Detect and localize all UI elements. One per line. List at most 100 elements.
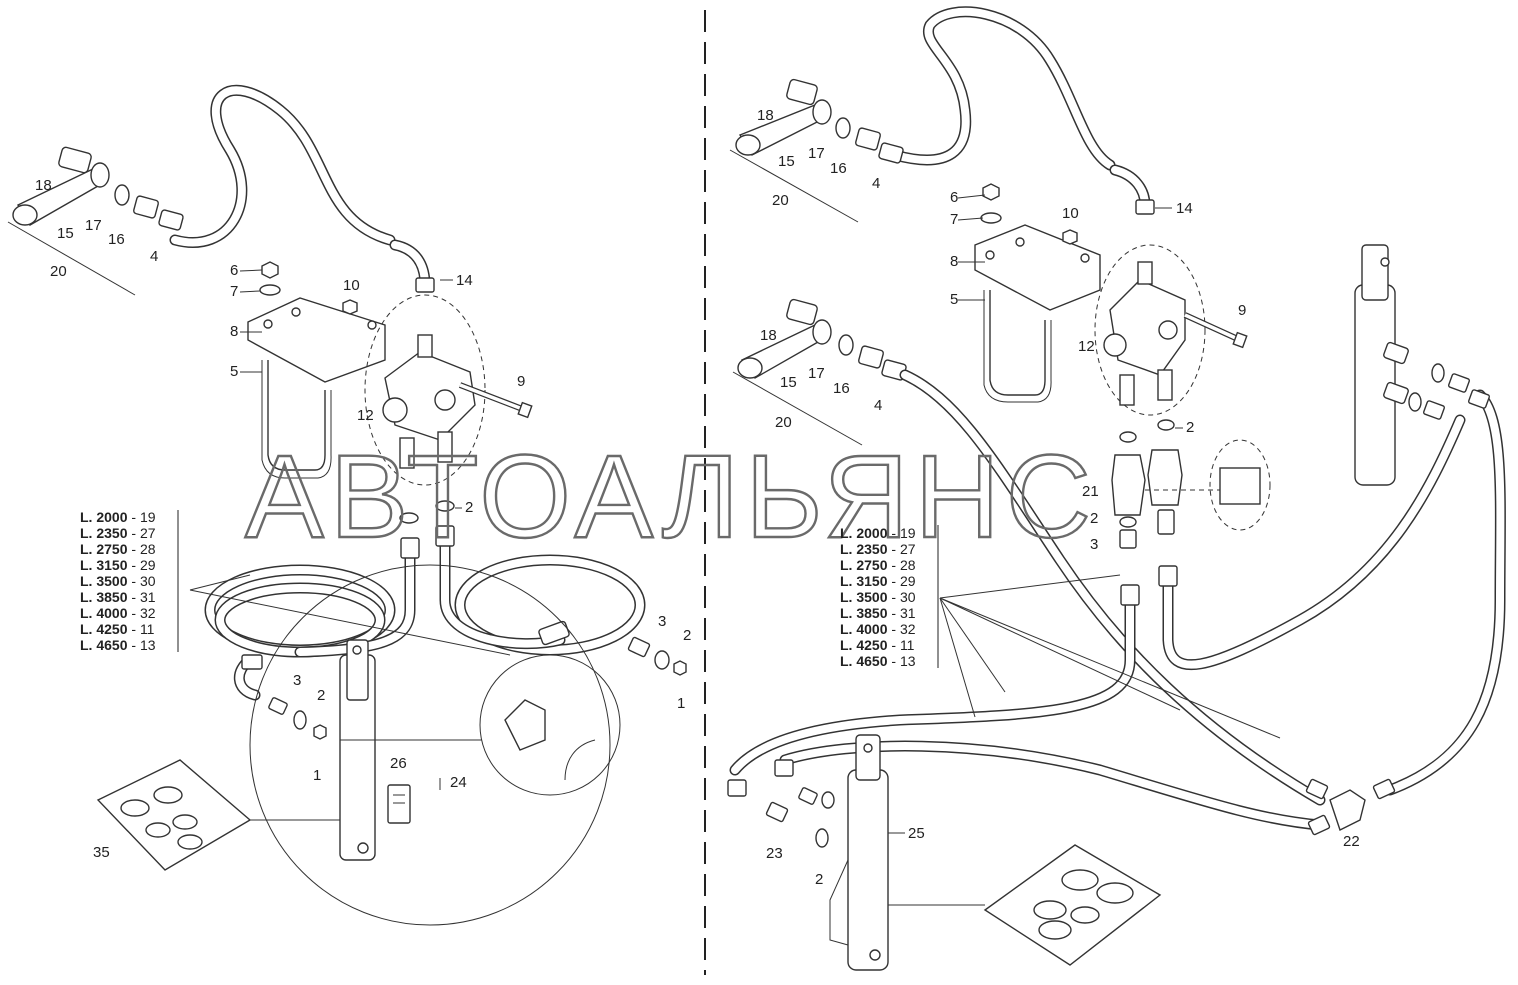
- len-right-2-l: L. 2750: [840, 557, 888, 573]
- len-right-6-l: L. 4000: [840, 621, 888, 637]
- len-right-0-n: 19: [900, 525, 916, 541]
- svg-text:L. 2750 - 28: L. 2750 - 28: [840, 557, 916, 573]
- callout-right-13: 12: [1078, 338, 1095, 355]
- callout-right-0: 18: [757, 107, 774, 124]
- svg-text:L. 4650 - 13: L. 4650 - 13: [80, 637, 156, 653]
- callout-right-1: 15: [778, 153, 795, 170]
- watermark: АВТОАЛЬЯНС: [245, 431, 1097, 563]
- callout-right-12: 9: [1238, 302, 1246, 319]
- callout-left-13: 9: [517, 373, 525, 390]
- len-left-7-n: 11: [140, 621, 155, 637]
- len-left-8-n: 13: [140, 637, 156, 653]
- label-plate-26-left: [387, 784, 411, 824]
- callout-left-1: 15: [57, 225, 74, 242]
- len-right-1-l: L. 2350: [840, 541, 888, 557]
- len-left-3-n: 29: [140, 557, 156, 573]
- valve-12-left: [384, 351, 476, 441]
- callout-right-15: 15: [780, 374, 797, 391]
- svg-text:L. 3150 - 29: L. 3150 - 29: [80, 557, 156, 573]
- len-left-1-l: L. 2350: [80, 525, 128, 541]
- callout-right-20: 2: [1186, 419, 1194, 436]
- len-right-5-n: 31: [900, 605, 916, 621]
- callout-left-7: 7: [230, 283, 238, 300]
- svg-text:L. 4250 - 11: L. 4250 - 11: [840, 637, 915, 653]
- callout-right-8: 10: [1062, 205, 1079, 222]
- coupler-18-left: [58, 146, 92, 174]
- callout-left-22: 24: [450, 774, 467, 791]
- callouts-right: 18 15 17 16 4 20 6 7 10 14 8 5 9 12 18 1…: [757, 107, 1360, 888]
- callout-right-21: 21: [1082, 483, 1099, 500]
- callout-left-6: 6: [230, 262, 238, 279]
- callout-right-16: 17: [808, 365, 825, 382]
- washer-7-left: [259, 284, 281, 296]
- callout-right-19: 20: [775, 414, 792, 431]
- callout-left-15: 3: [658, 613, 666, 630]
- len-right-3-l: L. 3150: [840, 573, 888, 589]
- seal-17-left: [114, 184, 130, 206]
- callout-right-25: 23: [766, 845, 783, 862]
- len-left-6-n: 32: [140, 605, 156, 621]
- callouts-left: 18 15 17 16 4 20 6 7 8 5 10 14 12 9 2 3 …: [35, 177, 691, 861]
- callout-right-6: 6: [950, 189, 958, 206]
- callout-left-20: 1: [313, 767, 321, 784]
- left-assembly: [7, 84, 687, 926]
- len-right-1-n: 27: [900, 541, 916, 557]
- len-left-5-n: 31: [140, 589, 156, 605]
- len-right-0-l: L. 2000: [840, 525, 888, 541]
- len-left-4-l: L. 3500: [80, 573, 128, 589]
- ubolt-5-left: [267, 360, 326, 471]
- callout-right-7: 7: [950, 211, 958, 228]
- svg-text:L. 3850 - 31: L. 3850 - 31: [80, 589, 156, 605]
- callout-right-17: 16: [833, 380, 850, 397]
- cylinder-25-right: [847, 769, 889, 971]
- callout-left-5: 20: [50, 263, 67, 280]
- right-assembly: [727, 6, 1506, 971]
- len-right-8-n: 13: [900, 653, 916, 669]
- callout-left-4: 4: [150, 248, 158, 265]
- len-left-7-l: L. 4250: [80, 621, 128, 637]
- callout-left-12: 12: [357, 407, 374, 424]
- callout-left-23: 35: [93, 844, 110, 861]
- callout-left-11: 14: [456, 272, 473, 289]
- callout-left-19: 2: [317, 687, 325, 704]
- callout-left-21: 26: [390, 755, 407, 772]
- len-left-3-l: L. 3150: [80, 557, 128, 573]
- svg-text:L. 2750 - 28: L. 2750 - 28: [80, 541, 156, 557]
- len-left-0-l: L. 2000: [80, 509, 128, 525]
- len-left-0-n: 19: [140, 509, 156, 525]
- svg-text:L. 4000 - 32: L. 4000 - 32: [80, 605, 156, 621]
- callout-right-23: 3: [1090, 536, 1098, 553]
- len-right-7-n: 11: [900, 637, 915, 653]
- tee-22-right: [1329, 789, 1366, 831]
- svg-text:L. 4000 - 32: L. 4000 - 32: [840, 621, 916, 637]
- svg-text:L. 4650 - 13: L. 4650 - 13: [840, 653, 916, 669]
- svg-text:L. 3500 - 30: L. 3500 - 30: [80, 573, 156, 589]
- fitting-14-left: [415, 277, 435, 293]
- len-right-7-l: L. 4250: [840, 637, 888, 653]
- callout-left-9: 5: [230, 363, 238, 380]
- callout-right-22: 2: [1090, 510, 1098, 527]
- svg-text:L. 2000 - 19: L. 2000 - 19: [80, 509, 156, 525]
- svg-text:L. 3500 - 30: L. 3500 - 30: [840, 589, 916, 605]
- len-right-8-l: L. 4650: [840, 653, 888, 669]
- bracket-8-left: [247, 297, 386, 383]
- callout-left-8: 8: [230, 323, 238, 340]
- group-line-20-left: [7, 221, 136, 296]
- svg-text:L. 3850 - 31: L. 3850 - 31: [840, 605, 916, 621]
- len-right-4-l: L. 3500: [840, 589, 888, 605]
- len-left-2-n: 28: [140, 541, 156, 557]
- callout-left-16: 2: [683, 627, 691, 644]
- len-right-3-n: 29: [900, 573, 916, 589]
- callout-right-10: 8: [950, 253, 958, 270]
- callout-right-3: 16: [830, 160, 847, 177]
- svg-text:L. 4250 - 11: L. 4250 - 11: [80, 621, 155, 637]
- nut-10-left: [342, 299, 358, 315]
- callout-left-17: 1: [677, 695, 685, 712]
- len-left-5-l: L. 3850: [80, 589, 128, 605]
- len-left-8-l: L. 4650: [80, 637, 128, 653]
- nut-6-left: [261, 261, 279, 279]
- callout-right-24: 25: [908, 825, 925, 842]
- length-table-left: L. 2000 - 19 L. 2350 - 27 L. 2750 - 28 L…: [80, 509, 179, 653]
